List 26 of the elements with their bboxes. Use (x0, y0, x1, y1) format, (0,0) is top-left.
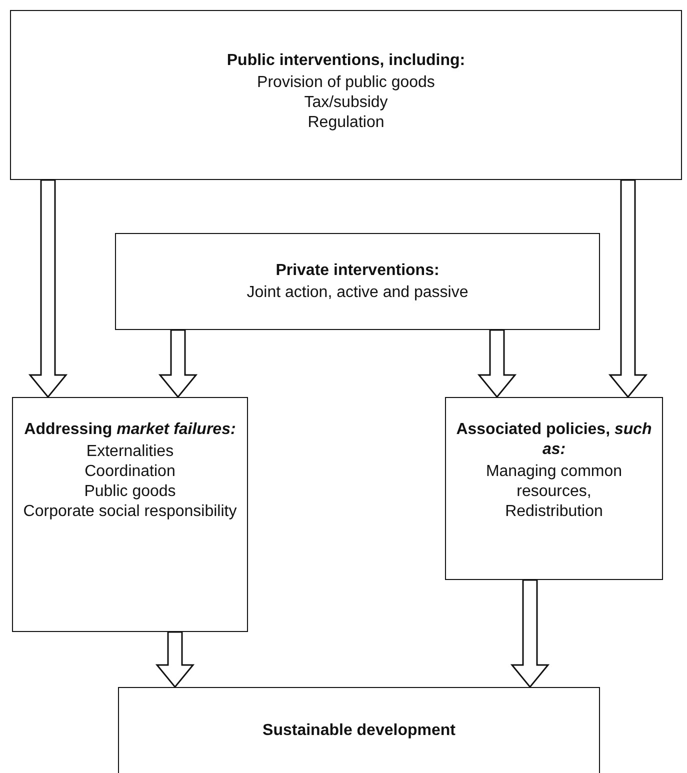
text-box (445, 397, 663, 580)
heading: Private interventions: (276, 260, 440, 280)
item-text: Regulation (308, 113, 384, 133)
block-arrow (510, 579, 550, 688)
item-text: Externalities (86, 442, 174, 462)
heading: Associated policies, such as: (455, 420, 653, 460)
item-text: Public goods (84, 482, 176, 502)
heading: Sustainable development (262, 721, 456, 741)
text-box (10, 10, 682, 180)
text-box (12, 397, 248, 632)
item-text: Redistribution (505, 502, 603, 522)
text-box (118, 687, 600, 773)
heading: Public interventions, including: (226, 51, 466, 71)
block-arrow (608, 179, 648, 398)
block-arrow (28, 179, 68, 398)
item-text: Joint action, active and passive (246, 282, 468, 302)
heading: Addressing market failures: (24, 420, 236, 440)
block-arrow (155, 631, 195, 688)
block-arrow (158, 329, 198, 398)
item-text: Managing common resources, (484, 462, 624, 502)
item-text: Tax/subsidy (304, 93, 388, 113)
text-box (115, 233, 600, 330)
block-arrow (477, 329, 517, 398)
item-text: Provision of public goods (257, 73, 435, 93)
item-text: Corporate social responsibility (23, 502, 237, 522)
item-text: Coordination (84, 462, 176, 482)
